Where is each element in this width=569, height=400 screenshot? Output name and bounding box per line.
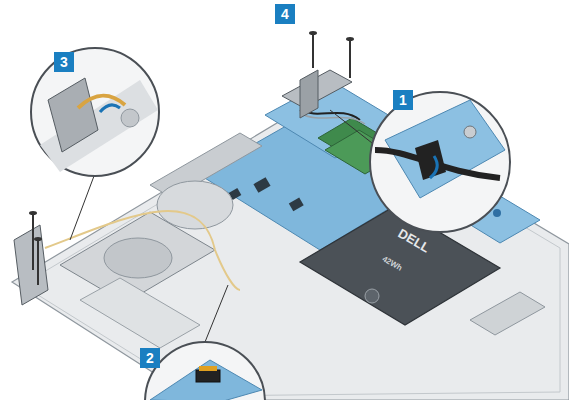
zoom-screw: [464, 126, 476, 138]
chip: [289, 198, 304, 212]
zoom-arrow: [430, 156, 437, 178]
callout-number: 3: [54, 52, 74, 72]
screw: [32, 214, 34, 270]
zoom-tape: [415, 140, 446, 180]
callout-number: 2: [140, 348, 160, 368]
screw-head: [346, 37, 354, 41]
antenna-cable: [300, 113, 365, 124]
zoom-latch: [199, 366, 217, 371]
screw: [312, 34, 314, 68]
screw-head: [29, 211, 37, 215]
zoom-circle: [370, 92, 510, 232]
heat-sink: [150, 133, 262, 229]
palmrest-area: [80, 278, 200, 348]
hinge-bracket: [14, 225, 48, 305]
left-hinge: [14, 211, 48, 305]
screw-head: [309, 31, 317, 35]
battery-symbol: [365, 289, 379, 303]
leader-line: [330, 110, 372, 143]
hdd-platter: [104, 238, 172, 278]
screw: [37, 240, 39, 285]
zoom-border: [145, 342, 265, 400]
zoom-hinge: [48, 78, 98, 152]
zoom-board: [385, 100, 505, 198]
port: [493, 209, 501, 217]
callout-number: 4: [275, 4, 295, 24]
zoom-border: [31, 48, 159, 176]
zoom-arrow: [100, 105, 120, 112]
leader-line: [70, 176, 94, 240]
zoom-circle: [31, 48, 159, 176]
screw: [349, 40, 351, 78]
zoom-border: [370, 92, 510, 232]
right-hinge: [282, 31, 354, 118]
fan: [157, 181, 233, 229]
speaker: [470, 292, 545, 335]
screw-head: [34, 237, 42, 241]
callout-number: 1: [393, 90, 413, 110]
hinge-plate: [300, 70, 318, 118]
leader-line: [205, 285, 228, 342]
antenna-cable: [45, 211, 240, 290]
chip: [253, 177, 270, 193]
zoom-connector: [196, 370, 220, 382]
zoom-circle: [145, 342, 265, 400]
zoom-standoff: [121, 109, 139, 127]
zoom-board: [150, 360, 262, 400]
